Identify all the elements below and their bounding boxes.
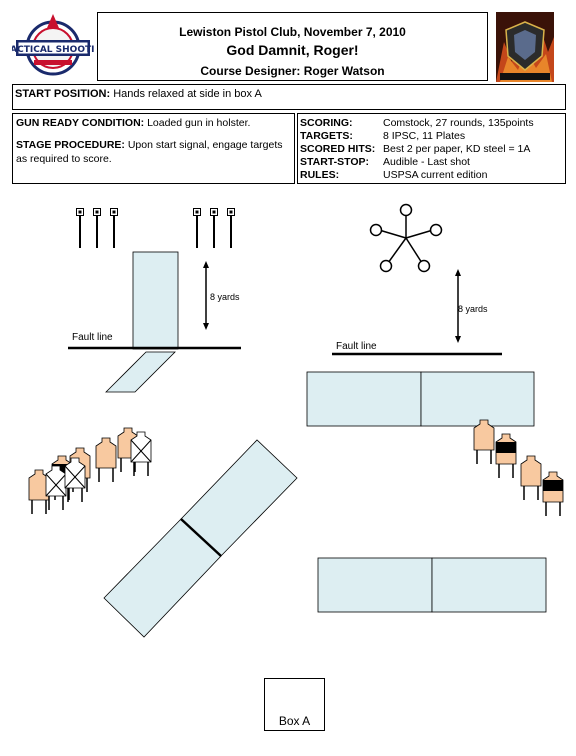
course-designer: Course Designer: Roger Watson: [200, 64, 385, 78]
box-a-label: Box A: [278, 714, 311, 728]
stage-header: Lewiston Pistol Club, November 7, 2010 G…: [97, 12, 488, 81]
start-stop-key: START-STOP:: [300, 156, 370, 168]
center-diagonal-wall: [103, 439, 298, 638]
left-barricade-wall: [132, 251, 179, 350]
rules-key: RULES:: [300, 169, 340, 181]
left-fault-line-label: Fault line: [72, 332, 113, 343]
start-stop-value: Audible - Last shot: [383, 156, 470, 168]
stage-procedure-text: Upon start signal, engage targets as req…: [16, 139, 283, 165]
svg-text:PRACTICAL SHOOTING: PRACTICAL SHOOTING: [12, 45, 94, 55]
stage-procedure-label: STAGE PROCEDURE:: [16, 139, 125, 151]
scoring-value: Comstock, 27 rounds, 135points: [383, 117, 534, 129]
left-distance-arrow: [203, 261, 209, 330]
stage-logo: [496, 12, 554, 82]
scored-hits-value: Best 2 per paper, KD steel = 1A: [383, 143, 531, 155]
targets-key: TARGETS:: [300, 130, 353, 142]
scored-hits-key: SCORED HITS:: [300, 143, 376, 155]
right-fault-line-label: Fault line: [336, 341, 377, 352]
left-target-group: [28, 427, 152, 515]
stage-name: God Damnit, Roger!: [226, 42, 359, 58]
start-position-label: START POSITION:: [15, 88, 111, 100]
scoring-key: SCORING:: [300, 117, 353, 129]
gun-ready-label: GUN READY CONDITION:: [16, 117, 145, 129]
start-position-box: START POSITION: Hands relaxed at side in…: [12, 84, 566, 110]
right-lower-wall: [317, 557, 547, 613]
rules-value: USPSA current edition: [383, 169, 488, 181]
star-plate-array: [369, 203, 443, 273]
start-position-text: Hands relaxed at side in box A: [113, 88, 262, 100]
right-upper-wall: [306, 371, 535, 427]
targets-value: 8 IPSC, 11 Plates: [383, 130, 466, 142]
right-distance-arrow: [455, 269, 461, 343]
right-target-group: [473, 419, 564, 517]
start-box-a: Box A: [264, 678, 325, 731]
left-angled-wall: [105, 351, 176, 393]
left-plate-rack-1: [75, 207, 119, 249]
gun-ready-text: Loaded gun in holster.: [147, 117, 251, 129]
scoring-box: SCORING: Comstock, 27 rounds, 135points …: [297, 113, 566, 184]
left-distance-label: 8 yards: [210, 292, 240, 302]
right-distance-label: 8 yards: [458, 304, 488, 314]
left-plate-rack-2: [192, 207, 236, 249]
gun-ready-box: GUN READY CONDITION: Loaded gun in holst…: [12, 113, 295, 184]
club-logo: PRACTICAL SHOOTING: [0, 10, 109, 80]
match-title: Lewiston Pistol Club, November 7, 2010: [179, 25, 406, 39]
